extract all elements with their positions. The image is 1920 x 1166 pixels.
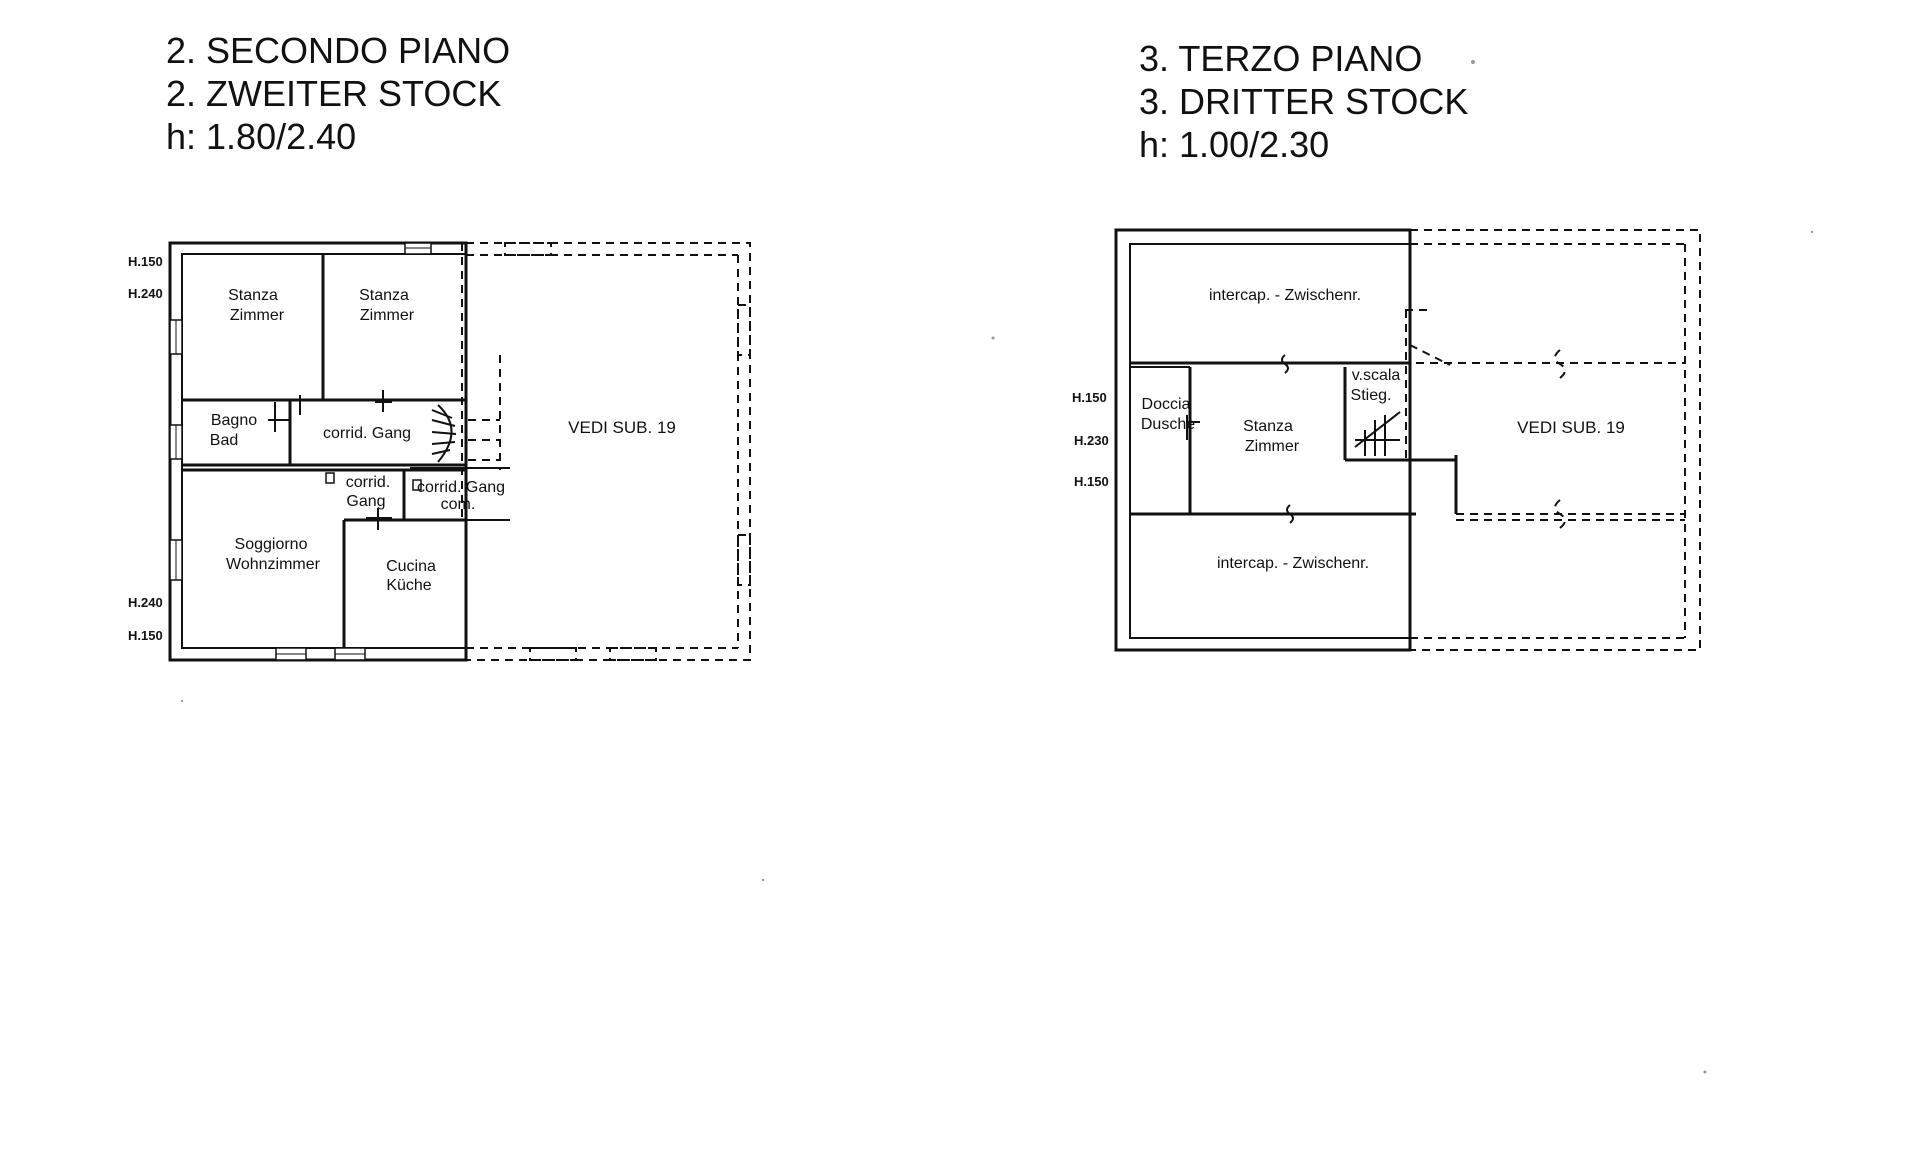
floor-title-italian: 3. TERZO PIANO — [1139, 38, 1423, 79]
pillar — [325, 472, 335, 484]
room-label: Zimmer — [230, 307, 285, 324]
floor-height: h: 1.80/2.40 — [166, 116, 357, 157]
door-dashed — [1554, 499, 1566, 529]
height-label: H.150 — [1074, 474, 1109, 489]
door-dashed — [1554, 349, 1566, 379]
floor-heading-left: 2. SECONDO PIANO 2. ZWEITER STOCK h: 1.8… — [166, 29, 510, 158]
room-label: Bagno — [211, 412, 257, 429]
room-label: Küche — [386, 577, 431, 594]
stair-tread — [431, 449, 451, 455]
door-mark — [1286, 504, 1294, 524]
room-label: v.scala — [1352, 367, 1401, 384]
height-label: H.150 — [1072, 390, 1107, 405]
floor-heading-right: 3. TERZO PIANO 3. DRITTER STOCK h: 1.00/… — [1139, 37, 1468, 166]
window-dashed — [609, 647, 657, 661]
height-label: H.150 — [128, 254, 163, 269]
stair-tread — [431, 419, 456, 427]
height-label: H.150 — [128, 628, 163, 643]
outer-wall — [168, 241, 468, 662]
height-label: H.230 — [1074, 433, 1109, 448]
room-label: Wohnzimmer — [226, 556, 321, 573]
neighbour-unit-label: VEDI SUB. 19 — [1517, 418, 1625, 437]
room-label: Dusche — [1141, 416, 1195, 433]
room-label: Stanza — [359, 287, 409, 304]
window-dashed — [504, 242, 552, 256]
stair-curve — [437, 404, 453, 463]
floor-plan-third: H.150 H.230 H.150 intercap. - Zwischenr.… — [1072, 228, 1701, 652]
room-label: Stanza — [1243, 418, 1293, 435]
floor-title-german: 2. ZWEITER STOCK — [166, 73, 502, 114]
door-mark — [1281, 354, 1289, 374]
room-label: Soggiorno — [235, 536, 308, 553]
room-label: Gang — [346, 493, 385, 510]
pillar — [412, 479, 422, 491]
room-label: Zimmer — [360, 307, 415, 324]
room-label: Zimmer — [1245, 438, 1300, 455]
room-label: Bad — [210, 432, 238, 449]
floor-title-italian: 2. SECONDO PIANO — [166, 30, 511, 71]
window-dashed — [737, 304, 751, 356]
neighbour-divider — [1409, 344, 1451, 366]
neighbour-unit-outline — [1409, 229, 1701, 651]
height-label: H.240 — [128, 595, 163, 610]
stair-tread — [431, 441, 456, 445]
room-label: corrid. Gang — [323, 425, 411, 442]
room-label: intercap. - Zwischenr. — [1209, 287, 1361, 304]
room-label: Doccia — [1142, 396, 1191, 413]
floor-title-german: 3. DRITTER STOCK — [1139, 81, 1469, 122]
neighbour-unit-outline — [465, 242, 751, 661]
stair-tread — [431, 431, 457, 435]
floor-height: h: 1.00/2.30 — [1139, 124, 1330, 165]
room-label: Stieg. — [1351, 387, 1392, 404]
stair-diagonal — [1354, 411, 1401, 448]
room-label: Stanza — [228, 287, 278, 304]
height-label: H.240 — [128, 286, 163, 301]
stair-tread — [431, 409, 453, 419]
window-dashed — [737, 534, 751, 586]
neighbour-unit-label: VEDI SUB. 19 — [568, 418, 676, 437]
room-label: corrid. Gang — [417, 479, 505, 496]
window-dashed — [529, 647, 577, 661]
floor-plan-second: H.150 H.240 H.240 H.150 Stanza Zimmer St… — [128, 241, 751, 662]
room-label: com. — [441, 496, 476, 513]
room-label: Cucina — [386, 558, 436, 575]
room-label: intercap. - Zwischenr. — [1217, 555, 1369, 572]
room-label: corrid. — [346, 474, 390, 491]
